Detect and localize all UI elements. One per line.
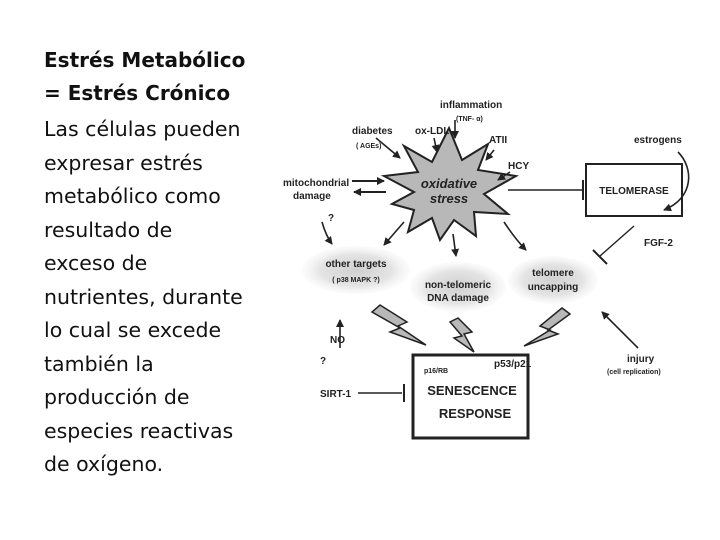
estrogens-arrow [663, 151, 690, 212]
other-targets-label: other targets [325, 259, 387, 270]
stress-to-targets-arrow [383, 221, 405, 246]
slide-title-line-1: Estrés Metabólico [44, 48, 246, 72]
telomere-label: telomere [532, 268, 574, 279]
sirt1-label: SIRT-1 [320, 389, 352, 400]
oxidative-stress-starburst [380, 125, 519, 243]
telomerase-label: TELOMERASE [599, 186, 669, 197]
cell-replication-label: (cell replication) [607, 369, 661, 376]
atii-label: ATII [489, 135, 507, 146]
telomerase-inhibit-line [599, 225, 635, 257]
body-line-3: metabólico como [44, 184, 221, 208]
telomerase-inhibit-bar [592, 249, 608, 265]
hcy-arrow [497, 171, 511, 181]
stress-to-telomere-arrow [503, 221, 527, 251]
mito-to-targets-arrow [321, 221, 333, 245]
lightning-bolt-center [448, 317, 475, 353]
lightning-bolt-right [523, 307, 572, 347]
tnf-label: (TNF- α) [456, 116, 483, 123]
senescence-response-box [411, 353, 530, 440]
p16-label: p16/RB [424, 368, 448, 375]
stress-to-dna-arrow [451, 233, 460, 257]
oxldl-arrow [431, 137, 440, 153]
slide-title-line-2: = Estrés Crónico [44, 81, 231, 105]
fgf2-label: FGF-2 [644, 238, 673, 249]
response-label: RESPONSE [439, 406, 512, 421]
damage-label: damage [293, 191, 331, 202]
body-line-8: también la [44, 351, 154, 376]
diabetes-label: diabetes [352, 126, 393, 137]
body-line-1: Las células pueden [44, 117, 241, 141]
uncapping-label: uncapping [528, 282, 579, 293]
estrogens-label: estrogens [634, 135, 682, 146]
inflammation-label: inflammation [440, 100, 502, 111]
mitochondrial-label: mitochondrial [283, 178, 349, 189]
oxidative-label: oxidative [421, 176, 477, 191]
oxldl-label: ox-LDL [415, 126, 449, 137]
hcy-label: HCY [508, 161, 529, 172]
question-mark-1: ? [328, 213, 334, 224]
body-line-7: lo cual se excede [44, 318, 222, 342]
body-line-2: expresar estrés [44, 150, 203, 175]
slide-text: Estrés Metabólico = Estrés Crónico Las c… [44, 44, 284, 482]
senescence-label: SENESCENCE [427, 383, 517, 398]
lightning-bolt-left [370, 304, 427, 346]
body-line-4: resultado de [44, 217, 173, 242]
body-line-6: nutrientes, durante [44, 284, 243, 309]
non-telomeric-blob [410, 262, 506, 312]
injury-label: injury [627, 354, 655, 365]
telomere-uncapping-blob [508, 256, 598, 304]
stress-label: stress [430, 191, 468, 206]
diabetes-arrow [375, 137, 401, 159]
p38-label: ( p38 MAPK ?) [332, 277, 379, 284]
non-telomeric-label: non-telomeric [425, 280, 492, 291]
body-line-10: especies reactivas [44, 418, 234, 443]
body-line-9: producción de [44, 385, 190, 409]
no-label: NO [330, 335, 345, 346]
other-targets-blob [302, 246, 410, 294]
injury-arrow [601, 311, 639, 349]
p53-label: p53/p21 [494, 359, 532, 370]
body-line-5: exceso de [44, 251, 148, 275]
ages-label: ( AGEs) [356, 143, 381, 150]
body-line-11: de oxígeno. [44, 452, 164, 476]
dna-damage-label: DNA damage [427, 293, 489, 304]
question-mark-2: ? [320, 356, 326, 367]
atii-arrow [485, 149, 495, 161]
